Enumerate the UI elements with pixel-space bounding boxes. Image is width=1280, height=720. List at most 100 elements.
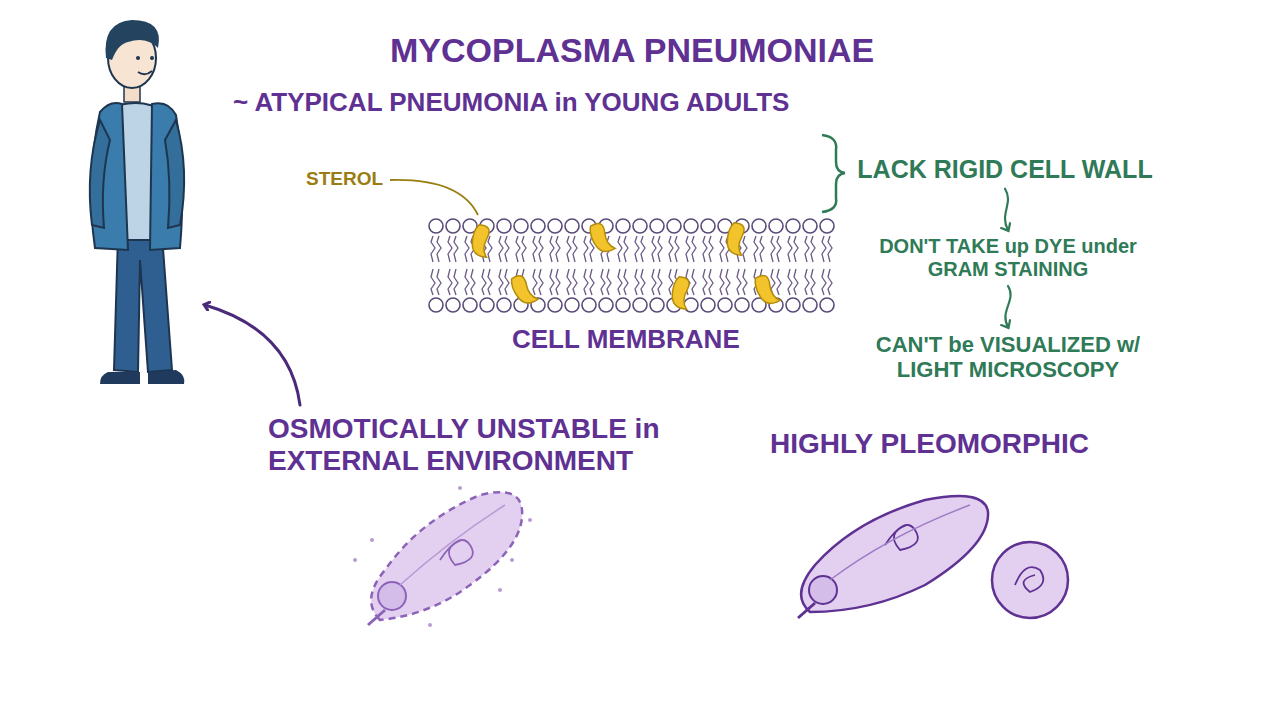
lipid-tail <box>686 236 690 262</box>
lipid-tail <box>607 269 611 295</box>
lipid-tail <box>590 269 594 295</box>
lipid-tail <box>709 269 713 295</box>
lipid-head <box>633 219 647 233</box>
lipid-tail <box>794 269 798 295</box>
leader-line <box>390 180 478 215</box>
lipid-head <box>582 298 596 312</box>
lipid-tail <box>556 269 560 295</box>
eye <box>136 56 140 60</box>
lipid-tail <box>641 236 645 262</box>
lipid-tail <box>794 236 798 262</box>
arm <box>165 120 184 228</box>
lipid-tail <box>573 269 577 295</box>
lipid-tail <box>488 236 492 262</box>
person-figure <box>90 20 185 384</box>
text-node: LACK RIGID CELL WALL <box>840 155 1170 184</box>
lipid-head <box>446 219 460 233</box>
lipid-tail <box>709 236 713 262</box>
lipid-head <box>650 298 664 312</box>
organelle <box>378 582 406 610</box>
lipid-head <box>565 219 579 233</box>
lipid-tail <box>618 236 622 262</box>
lipid-head <box>684 219 698 233</box>
lipid-tail <box>641 269 645 295</box>
lipid-tail <box>437 236 441 262</box>
note-text: HIGHLY PLEOMORPHIC <box>770 428 1089 460</box>
arm <box>90 120 110 228</box>
lipid-head <box>616 219 630 233</box>
lipid-tail <box>788 236 792 262</box>
lipid-tail <box>811 269 815 295</box>
lipid-head <box>514 219 528 233</box>
lipid-tail <box>573 236 577 262</box>
tip-organelle <box>368 610 385 625</box>
text-node: CAN'T be VISUALIZED w/ LIGHT MICROSCOPY <box>848 332 1168 383</box>
lipid-tail <box>788 269 792 295</box>
lipid-tail <box>737 269 741 295</box>
lipid-head <box>599 298 613 312</box>
shoe <box>148 370 184 384</box>
lipid-tail <box>505 236 509 262</box>
lipid-tail <box>658 236 662 262</box>
lipid-tail <box>811 236 815 262</box>
pointer-arrow <box>205 305 300 405</box>
lipid-tail <box>618 269 622 295</box>
sterol-molecule <box>667 275 696 310</box>
slide-title: MYCOPLASMA PNEUMONIAE <box>390 31 874 70</box>
lipid-head <box>701 219 715 233</box>
cell-body <box>801 496 988 612</box>
lipid-tail <box>760 236 764 262</box>
lipid-tail <box>624 269 628 295</box>
leak-dot <box>510 558 514 562</box>
lipid-tail <box>652 269 656 295</box>
lipid-head <box>752 219 766 233</box>
lipid-tail <box>652 236 656 262</box>
lipid-tail <box>454 236 458 262</box>
subtitle: ~ ATYPICAL PNEUMONIA in YOUNG ADULTS <box>233 88 789 118</box>
lipid-head <box>531 219 545 233</box>
lipid-tail <box>805 269 809 295</box>
lipid-tail <box>703 269 707 295</box>
lipid-head <box>548 219 562 233</box>
lipid-tail <box>533 236 537 262</box>
lipid-tail <box>720 236 724 262</box>
lipid-head <box>463 298 477 312</box>
lipid-head <box>701 298 715 312</box>
lipid-tail <box>488 269 492 295</box>
lipid-head <box>497 219 511 233</box>
lipid-head <box>820 298 834 312</box>
lipid-head <box>446 298 460 312</box>
lipid-head <box>429 298 443 312</box>
eye <box>150 56 154 60</box>
lipid-tail <box>499 236 503 262</box>
flow-arrow <box>1005 286 1010 327</box>
lipid-tail <box>658 269 662 295</box>
round-cell <box>992 542 1068 618</box>
lipid-head <box>769 219 783 233</box>
pleomorphic-cells <box>798 496 1068 618</box>
lipid-head <box>548 298 562 312</box>
lipid-head <box>803 298 817 312</box>
lipid-tail <box>567 269 571 295</box>
lipid-tail <box>743 269 747 295</box>
flow-arrow <box>1005 189 1008 230</box>
lipid-tail <box>539 269 543 295</box>
lipid-tail <box>601 269 605 295</box>
lipid-tail <box>584 269 588 295</box>
shoe <box>100 372 140 384</box>
lipid-tail <box>505 269 509 295</box>
text-node: DON'T TAKE up DYE under GRAM STAINING <box>858 235 1158 281</box>
lipid-tail <box>726 269 730 295</box>
lipid-tail <box>499 269 503 295</box>
lipid-head <box>820 219 834 233</box>
lipid-tail <box>516 236 520 262</box>
lipid-head <box>786 298 800 312</box>
cytoskeleton <box>400 505 505 585</box>
leak-dot <box>428 623 432 627</box>
lipid-tail <box>567 236 571 262</box>
leak-dot <box>498 588 502 592</box>
lipid-tail <box>431 269 435 295</box>
part-label: STEROL <box>306 168 383 190</box>
lipid-head <box>480 298 494 312</box>
